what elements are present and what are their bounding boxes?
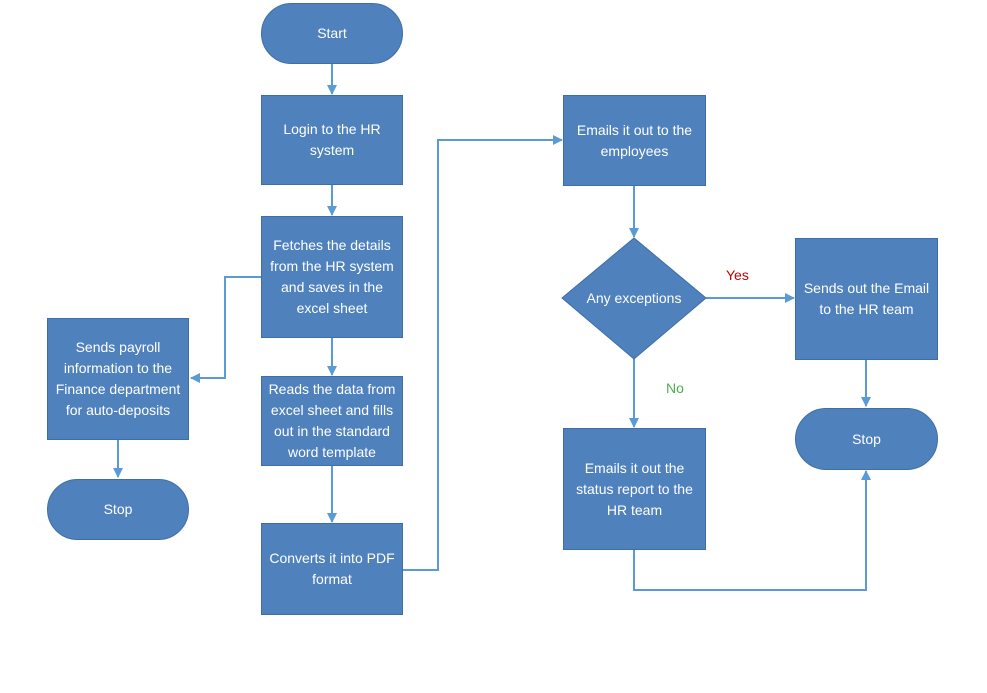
- start-label: Start: [317, 25, 347, 41]
- login-label: Login to the HR system: [283, 121, 381, 158]
- login-process: Login to the HR system: [261, 95, 403, 185]
- exceptions-decision-label: Any exceptions: [586, 290, 682, 306]
- convert-pdf-process: Converts it into PDF format: [261, 523, 403, 615]
- email-employees-label: Emails it out to the employees: [576, 121, 693, 159]
- no-edge-label: No: [666, 380, 684, 396]
- connector-status-report-to-stop: [633, 470, 871, 591]
- stop-right-label: Stop: [852, 430, 881, 447]
- decision-diamond: [561, 237, 707, 360]
- status-report-label: Emails it out the status report to the H…: [576, 459, 693, 518]
- read-data-process: Reads the data from excel sheet and fill…: [261, 376, 403, 466]
- yes-edge-label: Yes: [726, 267, 749, 283]
- send-payroll-label: Sends payroll information to the Finance…: [55, 339, 181, 418]
- stop-left-terminal: Stop: [47, 479, 189, 540]
- status-report-process: Emails it out the status report to the H…: [563, 428, 706, 550]
- connector-fetch-to-payroll: [190, 276, 261, 383]
- convert-pdf-label: Converts it into PDF format: [269, 550, 395, 587]
- stop-left-label: Stop: [103, 501, 133, 517]
- start-terminal: Start: [261, 3, 403, 64]
- email-employees-process: Emails it out to the employees: [563, 95, 706, 186]
- fetch-details-label: Fetches the details from the HR system a…: [270, 237, 394, 316]
- send-email-hr-label: Sends out the Email to the HR team: [803, 280, 930, 317]
- connector-convert-to-email-employees: [403, 135, 563, 571]
- fetch-details-process: Fetches the details from the HR system a…: [261, 216, 403, 338]
- send-payroll-process: Sends payroll information to the Finance…: [47, 318, 189, 440]
- stop-right-terminal: Stop: [795, 408, 938, 470]
- send-email-hr-process: Sends out the Email to the HR team: [795, 238, 938, 360]
- read-data-label: Reads the data from excel sheet and fill…: [268, 381, 396, 460]
